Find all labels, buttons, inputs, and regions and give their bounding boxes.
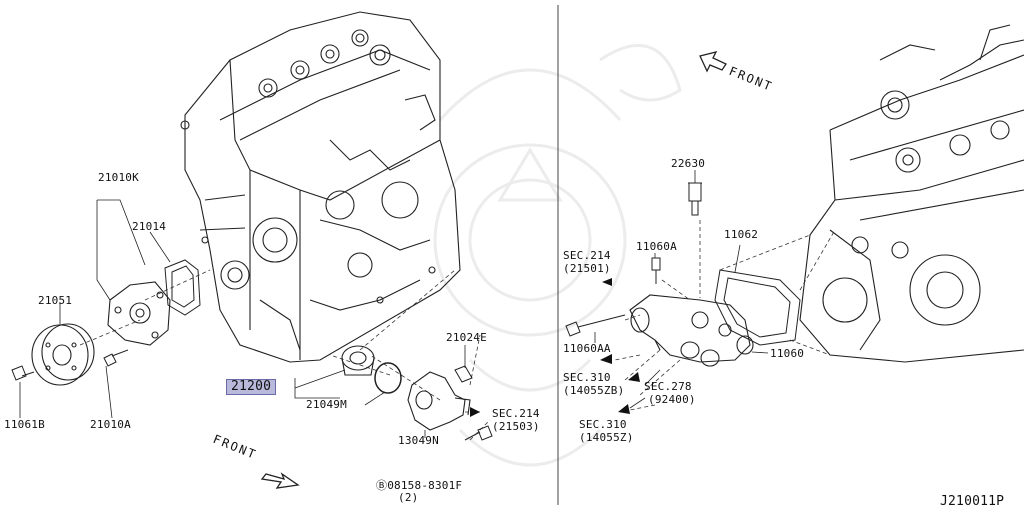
- label-11060AA: 11060AA: [563, 342, 611, 355]
- label-21010K: 21010K: [98, 171, 139, 184]
- water-outlet-13049N: [407, 371, 471, 431]
- label-sec214-21503-sub: (21503): [492, 420, 540, 433]
- thermostat-21200: [341, 345, 375, 376]
- engine-block-right: [799, 24, 1024, 363]
- label-13049N: 13049N: [398, 434, 439, 447]
- label-21200-highlighted[interactable]: 21200: [226, 379, 277, 395]
- gasket-21014: [164, 259, 201, 316]
- bolt-11060A: [651, 257, 661, 284]
- label-sec278[interactable]: SEC.278: [644, 380, 692, 393]
- diagram-code: J210011P: [940, 494, 1005, 509]
- flow-arrows: [470, 278, 640, 417]
- label-sec278-sub: (92400): [648, 393, 696, 406]
- watermark-emblem: [433, 44, 682, 467]
- label-22630: 22630: [671, 157, 706, 170]
- label-bolt-qty: (2): [398, 491, 419, 504]
- label-sec310-14055Z[interactable]: SEC.310: [579, 418, 627, 431]
- engine-block-left: [180, 11, 461, 363]
- label-11060A: 11060A: [636, 240, 677, 253]
- label-sec310-14055ZB[interactable]: SEC.310: [563, 371, 611, 384]
- label-21014: 21014: [132, 220, 167, 233]
- pulley-21051: [31, 323, 95, 386]
- label-sec310-14055ZB-sub: (14055ZB): [563, 384, 625, 397]
- label-sec310-14055Z-sub: (14055Z): [579, 431, 634, 444]
- label-sec214-21501[interactable]: SEC.214: [563, 249, 611, 262]
- water-housing-11060: [629, 294, 754, 367]
- label-21024E: 21024E: [446, 331, 487, 344]
- label-11060: 11060: [770, 347, 805, 360]
- bolt-08158: [464, 425, 493, 441]
- sensor-22630: [688, 182, 702, 216]
- bolt-11060AA: [565, 314, 626, 337]
- front-arrow-left: [260, 472, 300, 489]
- bolt-11061B: [11, 365, 35, 381]
- o-ring-21049M: [374, 362, 402, 394]
- water-pump-21010K: [107, 281, 171, 346]
- sensor-21024E: [454, 365, 473, 383]
- label-sec214-21501-sub: (21501): [563, 262, 611, 275]
- label-21010A: 21010A: [90, 418, 131, 431]
- label-bolt-08158: Ⓑ08158-8301F: [376, 479, 463, 492]
- front-arrow-right: [699, 51, 727, 73]
- label-sec214-21503[interactable]: SEC.214: [492, 407, 540, 420]
- bolt-21010A: [103, 349, 129, 367]
- label-21049M: 21049M: [306, 398, 347, 411]
- label-21051: 21051: [38, 294, 73, 307]
- label-11062: 11062: [724, 228, 759, 241]
- gasket-11062: [714, 269, 801, 346]
- label-11061B: 11061B: [4, 418, 45, 431]
